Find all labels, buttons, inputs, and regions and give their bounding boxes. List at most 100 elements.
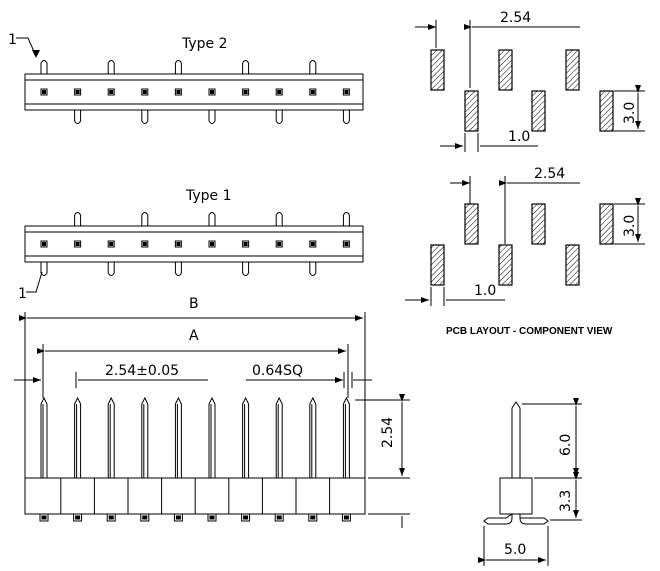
front-pin-feet — [39, 513, 351, 522]
pcb2-pad — [464, 90, 479, 132]
type1-pin-down — [40, 262, 48, 276]
pin-square-dot — [277, 242, 282, 246]
pcb2-pad — [531, 90, 546, 132]
type2-pin-up — [40, 60, 48, 74]
pin-square — [275, 88, 283, 96]
type2-pin-down — [342, 110, 350, 124]
type1-pin-down — [309, 262, 317, 276]
pin1-marker-type2: 1 — [8, 32, 17, 48]
type1-bottom-pins — [40, 262, 317, 276]
type2-pin-up — [107, 60, 115, 74]
type1-label: Type 1 — [185, 188, 232, 204]
side-pin-top — [511, 401, 521, 479]
pcb1-pad — [599, 203, 614, 245]
type1-pin-up — [342, 212, 350, 226]
type1-pin-up — [208, 212, 216, 226]
type2-pin-squares — [40, 88, 350, 96]
pin-square-dot — [42, 242, 46, 246]
pcb2-pad — [599, 90, 614, 132]
pin-square-dot — [210, 242, 214, 246]
front-housing-dividers — [60, 478, 331, 514]
front-pin-foot-dot — [276, 515, 282, 520]
type2-pin-up — [242, 60, 250, 74]
pitch-tolerance-label: 2.54±0.05 — [105, 363, 179, 379]
front-pin — [174, 396, 182, 478]
front-pin — [40, 396, 48, 478]
pin-square — [342, 88, 350, 96]
pcb1-pad — [498, 244, 513, 286]
type2-header-view: Type 2 1 — [8, 32, 364, 124]
pin-square — [242, 88, 250, 96]
front-view: B A 2.54±0.05 0.64SQ 2.54 — [14, 296, 410, 528]
type1-pin-down — [107, 262, 115, 276]
type1-header-view: Type 1 1 — [18, 188, 364, 302]
height-dim-label: 2.54 — [380, 417, 396, 448]
type2-pin-up — [174, 60, 182, 74]
front-pin — [242, 396, 250, 478]
front-pin — [309, 396, 317, 478]
side-housing — [499, 477, 533, 515]
type2-pin-down — [141, 110, 149, 124]
front-pin-foot-dot — [343, 515, 349, 520]
pin-square-dot — [176, 242, 181, 246]
type1-pin-up — [74, 212, 82, 226]
front-pin — [74, 396, 82, 478]
pin-square — [141, 88, 149, 96]
pcb1-pad — [565, 244, 580, 286]
front-pin — [107, 396, 115, 478]
pcb2-pad — [565, 49, 580, 91]
pin-square — [74, 240, 82, 248]
type1-pin-up — [141, 212, 149, 226]
side-foot-left — [483, 513, 513, 525]
front-pin-foot-dot — [209, 515, 215, 520]
front-pin-foot-dot — [75, 515, 81, 520]
pin-square-dot — [243, 242, 248, 246]
pcb1-pad — [430, 244, 445, 286]
front-pin — [141, 396, 149, 478]
front-pin-foot-dot — [175, 515, 181, 520]
type1-pin-squares — [40, 240, 350, 248]
pcb1-height-label: 3.0 — [622, 215, 638, 237]
type2-top-pins — [40, 60, 317, 74]
pin-square-dot — [176, 90, 181, 94]
type1-pin-up — [275, 212, 283, 226]
pin-square — [174, 240, 182, 248]
pcb2-width-label: 1.0 — [508, 129, 530, 145]
dim-b-label: B — [189, 296, 199, 312]
pin-square — [141, 240, 149, 248]
pin-square — [309, 88, 317, 96]
front-pin-foot-dot — [310, 515, 316, 520]
pin-square — [208, 88, 216, 96]
type2-label: Type 2 — [181, 36, 228, 52]
pcb2-height-label: 3.0 — [622, 102, 638, 124]
front-pin — [275, 396, 283, 478]
front-pin — [342, 396, 350, 478]
pcb2-pad — [430, 49, 445, 91]
front-pin-foot-dot — [41, 515, 47, 520]
type1-top-pins — [74, 212, 350, 226]
pin-square-dot — [243, 90, 248, 94]
side-view: 6.0 3.3 5.0 — [478, 398, 582, 566]
side-foot-right — [519, 514, 549, 525]
side-width-label: 5.0 — [504, 542, 526, 558]
pin-square — [40, 88, 48, 96]
pin-square-dot — [142, 90, 147, 94]
type1-pin-down — [174, 262, 182, 276]
pin-square-dot — [277, 90, 282, 94]
pin-square-dot — [344, 90, 349, 94]
type2-bottom-pins — [74, 110, 350, 124]
pcb2-pad — [498, 49, 513, 91]
pin-square-dot — [75, 242, 80, 246]
side-body-height-label: 3.3 — [558, 490, 574, 512]
pin-square — [74, 88, 82, 96]
pcb-layout-type1: 2.54 3.0 1.0 PCB LAYOUT - COMPONENT VIEW — [405, 166, 645, 337]
pin1-marker-type1: 1 — [18, 286, 27, 302]
pin-square — [107, 240, 115, 248]
front-pin-foot-dot — [108, 515, 114, 520]
pcb1-pad — [531, 203, 546, 245]
pcb2-pitch-label: 2.54 — [500, 10, 531, 26]
side-pin-length-label: 6.0 — [558, 434, 574, 456]
pcb1-pad — [464, 203, 479, 245]
pin-square — [174, 88, 182, 96]
